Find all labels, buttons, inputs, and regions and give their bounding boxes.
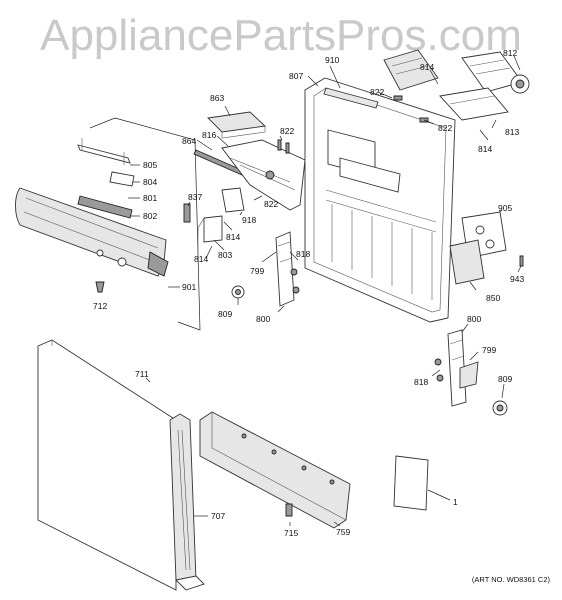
label-814-center[interactable]: 814 [226,232,240,242]
label-863[interactable]: 863 [210,93,224,103]
label-799-right[interactable]: 799 [482,345,496,355]
label-850[interactable]: 850 [486,293,500,303]
label-799-left[interactable]: 799 [250,266,264,276]
label-822-center[interactable]: 822 [280,126,294,136]
part-labels: 805 804 801 802 901 712 863 864 816 822 … [93,48,524,538]
label-803[interactable]: 803 [218,250,232,260]
label-818-left[interactable]: 818 [296,249,310,259]
label-801[interactable]: 801 [143,193,157,203]
door-inner-panel-group [304,65,456,323]
control-panel-group [15,117,201,331]
literature-group [393,455,451,511]
watermark-text: AppliancePartsPros.com [40,11,522,60]
label-901[interactable]: 901 [182,282,196,292]
label-715[interactable]: 715 [284,528,298,538]
hinge-left-group [261,231,300,313]
part-804-shape[interactable] [109,171,135,187]
label-814-top[interactable]: 814 [420,62,434,72]
label-1[interactable]: 1 [453,497,458,507]
label-943[interactable]: 943 [510,274,524,284]
toe-panel-group [199,411,351,529]
label-918[interactable]: 918 [242,215,256,225]
label-812[interactable]: 812 [503,48,517,58]
label-910[interactable]: 910 [325,55,339,65]
part-837-shape[interactable] [183,203,191,223]
art-number-caption: (ART NO. WD8361 C2) [472,575,551,584]
part-816-shape[interactable] [221,139,306,211]
label-809-left[interactable]: 809 [218,309,232,319]
label-707[interactable]: 707 [211,511,225,521]
hinge-right-group [431,323,508,416]
label-809-right[interactable]: 809 [498,374,512,384]
part-918-shape[interactable] [221,187,245,213]
part-802-shape[interactable] [77,195,133,219]
part-712-shape[interactable] [95,281,105,293]
label-822-right[interactable]: 822 [438,123,452,133]
latch-bracket-group [449,209,524,291]
part-803-shape[interactable] [203,215,223,243]
part-800-left-shape[interactable] [275,231,295,307]
part-1-shape[interactable] [393,455,429,511]
label-905[interactable]: 905 [498,203,512,213]
label-804[interactable]: 804 [143,177,157,187]
outer-door-group [37,339,208,591]
part-813-shape[interactable] [439,87,509,121]
part-715-shape[interactable] [285,503,293,517]
label-818-right[interactable]: 818 [414,377,428,387]
label-813[interactable]: 813 [505,127,519,137]
label-800-left[interactable]: 800 [256,314,270,324]
dispenser-group [377,49,530,141]
label-800-right[interactable]: 800 [467,314,481,324]
label-802[interactable]: 802 [143,211,157,221]
label-837[interactable]: 837 [188,192,202,202]
label-816[interactable]: 816 [202,130,216,140]
part-805-shape[interactable] [77,144,131,164]
part-711-shape[interactable] [37,339,177,591]
part-850-shape[interactable] [449,239,485,285]
part-863-shape[interactable] [207,111,266,133]
label-864[interactable]: 864 [182,136,196,146]
control-module-group [183,105,306,305]
part-910-shape[interactable] [323,87,379,109]
part-807-shape[interactable] [304,77,456,323]
label-807[interactable]: 807 [289,71,303,81]
label-822-lower[interactable]: 822 [264,199,278,209]
label-759[interactable]: 759 [336,527,350,537]
label-712[interactable]: 712 [93,301,107,311]
label-822-top[interactable]: 822 [370,87,384,97]
label-814-left[interactable]: 814 [194,254,208,264]
label-711[interactable]: 711 [135,369,149,379]
label-805[interactable]: 805 [143,160,157,170]
label-814-right[interactable]: 814 [478,144,492,154]
